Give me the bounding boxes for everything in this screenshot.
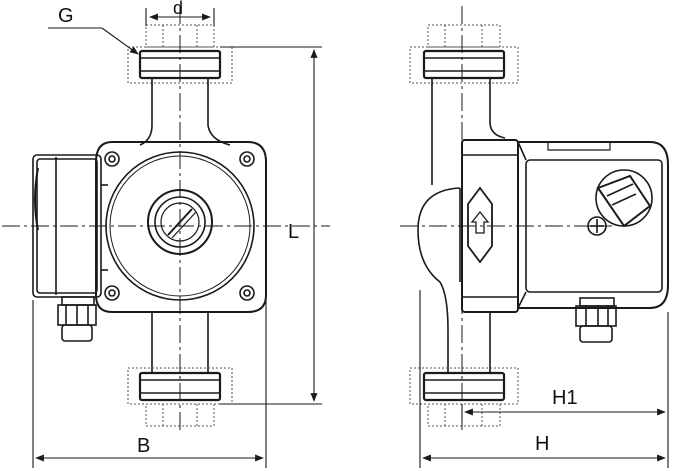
- flow-direction-arrow-icon: [467, 186, 493, 264]
- dim-G-leader: [101, 27, 139, 55]
- front-pump-body: [95, 141, 267, 313]
- label-B: B: [137, 435, 150, 457]
- dimension-lines: [32, 8, 669, 468]
- side-bottom-thread: [409, 367, 519, 427]
- front-top-pipe: [139, 78, 231, 146]
- side-volute: [417, 187, 461, 331]
- label-d: d: [173, 0, 183, 18]
- side-bottom-nut: [422, 371, 506, 402]
- side-bottom-pipe: [447, 312, 491, 372]
- front-cable-gland: [57, 296, 97, 342]
- speed-selector-knob: [595, 169, 653, 228]
- side-centerlines: [400, 6, 612, 432]
- label-L: L: [288, 221, 299, 243]
- side-top-pipe: [431, 78, 506, 185]
- label-H: H: [535, 433, 549, 455]
- front-bottom-pipe: [151, 312, 209, 372]
- side-top-nut: [422, 49, 506, 80]
- side-top-thread: [409, 24, 519, 84]
- label-H1: H1: [552, 387, 578, 409]
- label-G: G: [58, 5, 74, 27]
- front-centerlines: [2, 6, 330, 432]
- front-corner-screws: [104, 151, 255, 301]
- side-motor-body: [517, 141, 669, 309]
- side-cable-gland: [575, 297, 617, 343]
